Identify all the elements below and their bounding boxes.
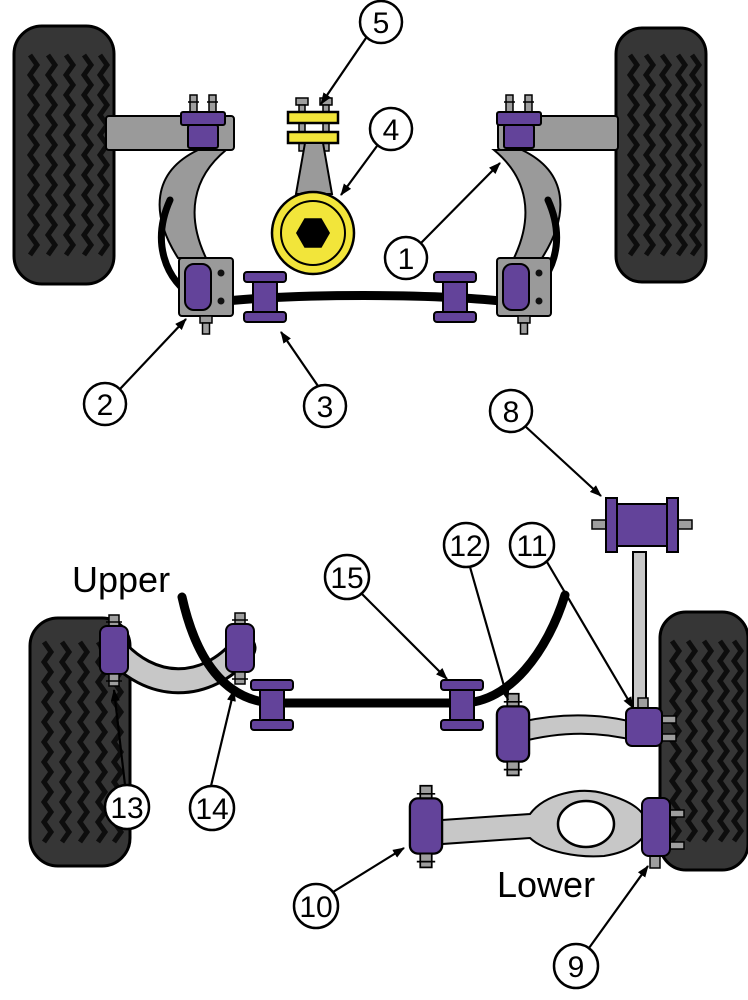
callout-3: 3: [302, 383, 348, 429]
callout-3-circle: [302, 383, 348, 429]
callout-3-label: 3: [317, 391, 334, 424]
front-left-tire: [12, 24, 116, 286]
callout-1-circle: [383, 235, 429, 281]
arrow-5: [320, 37, 367, 105]
callout-15: 15: [323, 553, 371, 601]
callout-14-circle: [188, 784, 236, 832]
arrow-9: [588, 865, 649, 949]
rear-upper-link-bushing: [591, 497, 693, 553]
rear-trailing-arm-front-bushing: [495, 692, 531, 777]
callout-15-label: 15: [330, 562, 363, 595]
callout-9: 9: [552, 942, 600, 990]
callout-2: 2: [82, 381, 128, 427]
callout-10: 10: [292, 882, 340, 930]
lower-arm-hole: [556, 799, 616, 849]
front-left-upper-bushing: [180, 94, 226, 149]
callout-5: 5: [358, 0, 404, 45]
lower-label: Lower: [497, 864, 595, 905]
front-right-arb-bracket: [496, 257, 552, 335]
callout-1: 1: [383, 235, 429, 281]
rear-lower-arm-front-bushing: [408, 784, 444, 869]
front-right-upper-bushing: [496, 94, 542, 149]
callout-9-circle: [552, 942, 600, 990]
callout-8: 8: [488, 388, 534, 434]
callout-11: 11: [508, 521, 556, 569]
mount-upper-plate: [286, 110, 340, 125]
callout-8-label: 8: [503, 396, 520, 429]
callout-5-label: 5: [373, 7, 390, 40]
arrow-12: [468, 566, 510, 701]
rear-upper-arm: [98, 632, 257, 695]
mount-bolt-left: [295, 97, 309, 106]
mount-link: [294, 142, 334, 195]
callout-arrows: [110, 37, 649, 949]
callout-10-label: 10: [299, 891, 332, 924]
arrow-1: [420, 162, 501, 244]
callout-15-circle: [323, 553, 371, 601]
arrow-15: [361, 593, 448, 680]
callout-13-circle: [103, 783, 151, 831]
front-right-tire: [614, 26, 708, 284]
front-anti-roll-bar: [191, 291, 537, 311]
mount-hex-nut: [296, 218, 330, 248]
callout-14-label: 14: [195, 793, 228, 826]
arrow-14: [209, 689, 236, 787]
callout-4-circle: [368, 106, 414, 152]
callout-10-circle: [292, 882, 340, 930]
callout-11-circle: [508, 521, 556, 569]
callout-1-label: 1: [398, 243, 415, 276]
arrow-11: [546, 561, 634, 709]
arrow-2: [119, 318, 187, 390]
callout-14: 14: [188, 784, 236, 832]
arrow-10: [332, 847, 405, 893]
rear-lower-arm: [441, 790, 649, 858]
arrow-13: [110, 689, 127, 786]
callout-13-label: 13: [110, 792, 143, 825]
callout-2-label: 2: [97, 389, 114, 422]
rear-trailing-arm-rear-bushing: [625, 697, 677, 747]
arrow-8: [525, 426, 602, 497]
upper-label: Upper: [72, 559, 170, 600]
callout-12-label: 12: [449, 530, 482, 563]
engine-mount-assembly: [270, 97, 356, 276]
callout-13: 13: [103, 783, 151, 831]
rear-upper-link: [632, 551, 647, 713]
callout-12: 12: [442, 521, 490, 569]
callout-4: 4: [368, 106, 414, 152]
callout-12-circle: [442, 521, 490, 569]
mount-lower-plate: [286, 130, 340, 145]
callout-4-label: 4: [383, 114, 400, 147]
rear-trailing-arm: [519, 714, 641, 744]
callout-5-circle: [358, 0, 404, 45]
front-left-arb-bracket: [178, 257, 234, 335]
callout-8-circle: [488, 388, 534, 434]
callout-11-label: 11: [516, 530, 547, 563]
callout-2-circle: [82, 381, 128, 427]
arrow-4: [340, 145, 378, 196]
callout-9-label: 9: [568, 951, 585, 984]
arrow-3: [280, 331, 319, 387]
rear-lower-arm-rear-bushing: [641, 797, 685, 869]
